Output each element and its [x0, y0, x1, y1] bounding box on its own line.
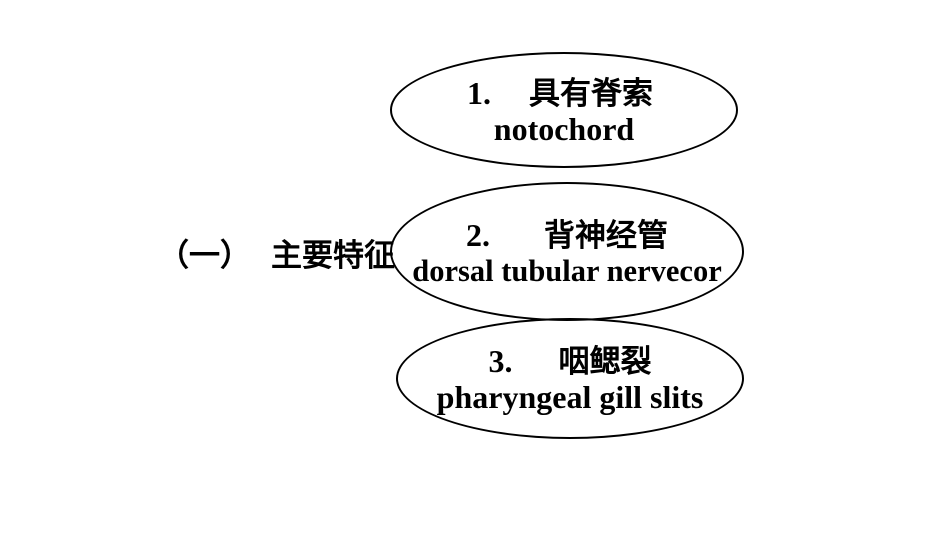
section-heading: （一） 主要特征	[158, 234, 395, 278]
feature-title-line: 3. 咽鳃裂	[489, 343, 652, 380]
feature-number: 1.	[467, 74, 491, 111]
feature-title-line: 1. 具有脊索	[467, 75, 653, 112]
feature-oval-gill-slits: 3. 咽鳃裂 pharyngeal gill slits	[396, 318, 744, 439]
feature-english-name: notochord	[493, 110, 635, 147]
feature-oval-notochord: 1. 具有脊索 notochord	[390, 52, 738, 168]
feature-chinese-name: 咽鳃裂	[558, 344, 652, 380]
feature-english-name: dorsal tubular nervecor	[412, 254, 722, 288]
feature-title-line: 2. 背神经管	[466, 217, 668, 254]
feature-chinese-name: 具有脊索	[529, 75, 653, 112]
section-heading-label: 主要特征	[271, 238, 395, 274]
section-heading-prefix: （一）	[158, 238, 251, 274]
feature-chinese-name: 背神经管	[544, 218, 668, 254]
feature-english-name: pharyngeal gill slits	[436, 379, 704, 415]
feature-number: 2.	[466, 217, 490, 253]
feature-oval-dorsal-nerve-cord: 2. 背神经管 dorsal tubular nervecor	[390, 182, 744, 321]
feature-number: 3.	[488, 343, 513, 379]
